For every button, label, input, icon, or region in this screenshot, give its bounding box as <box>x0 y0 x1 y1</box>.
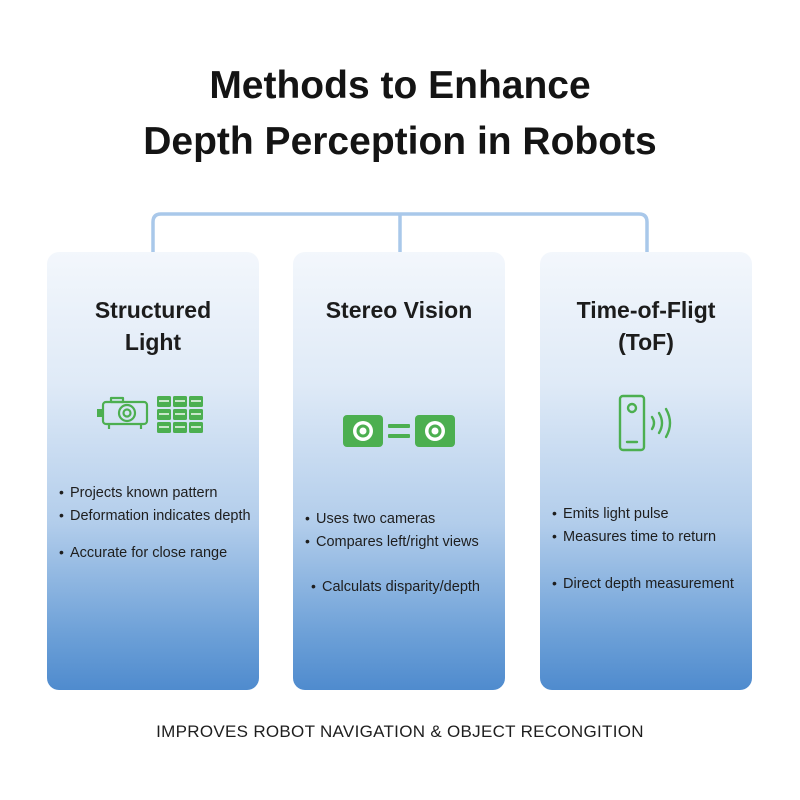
bullet-item: Accurate for close range <box>59 541 253 564</box>
page-title-line-1: Methods to Enhance <box>209 64 591 107</box>
method-title-line-1: Structured <box>94 297 212 323</box>
bullet-item: Compares left/right views <box>305 530 499 553</box>
method-title: Time-of-Fligt (ToF) <box>540 294 752 358</box>
bullet-item: Measures time to return <box>552 525 746 548</box>
method-title-line-2: Light <box>124 329 182 355</box>
stereo-cameras-icon <box>293 412 505 452</box>
tof-sensor-icon <box>540 392 752 454</box>
bullet-item: Direct depth measurement <box>552 572 746 595</box>
page-title-line-2: Depth Perception in Robots <box>143 120 657 163</box>
method-bullets: Projects known pattern Deformation indic… <box>59 481 253 564</box>
bullet-item: Emits light pulse <box>552 502 746 525</box>
method-bullets: Uses two cameras Compares left/right vie… <box>305 507 499 598</box>
page-title: Methods to Enhance Depth Perception in R… <box>0 58 800 170</box>
method-title-line-1: Time-of-Fligt <box>576 297 716 323</box>
bullet-item: Calculats disparity/depth <box>305 575 499 598</box>
method-card-stereo-vision: Stereo Vision Uses two cameras Compares … <box>293 252 505 690</box>
footer-caption: IMPROVES ROBOT NAVIGATION & OBJECT RECON… <box>156 722 644 741</box>
method-title: Structured Light <box>47 294 259 358</box>
bullet-item: Uses two cameras <box>305 507 499 530</box>
method-title: Stereo Vision <box>293 294 505 326</box>
method-title-line-1: Stereo Vision <box>325 297 473 323</box>
bullet-item: Projects known pattern <box>59 481 253 504</box>
projector-pattern-icon <box>47 392 259 442</box>
method-card-time-of-flight: Time-of-Fligt (ToF) Emits light pulse Me… <box>540 252 752 690</box>
method-card-structured-light: Structured Light <box>47 252 259 690</box>
bullet-item: Deformation indicates depth <box>59 504 253 527</box>
method-bullets: Emits light pulse Measures time to retur… <box>552 502 746 595</box>
method-title-line-2: (ToF) <box>618 329 674 355</box>
